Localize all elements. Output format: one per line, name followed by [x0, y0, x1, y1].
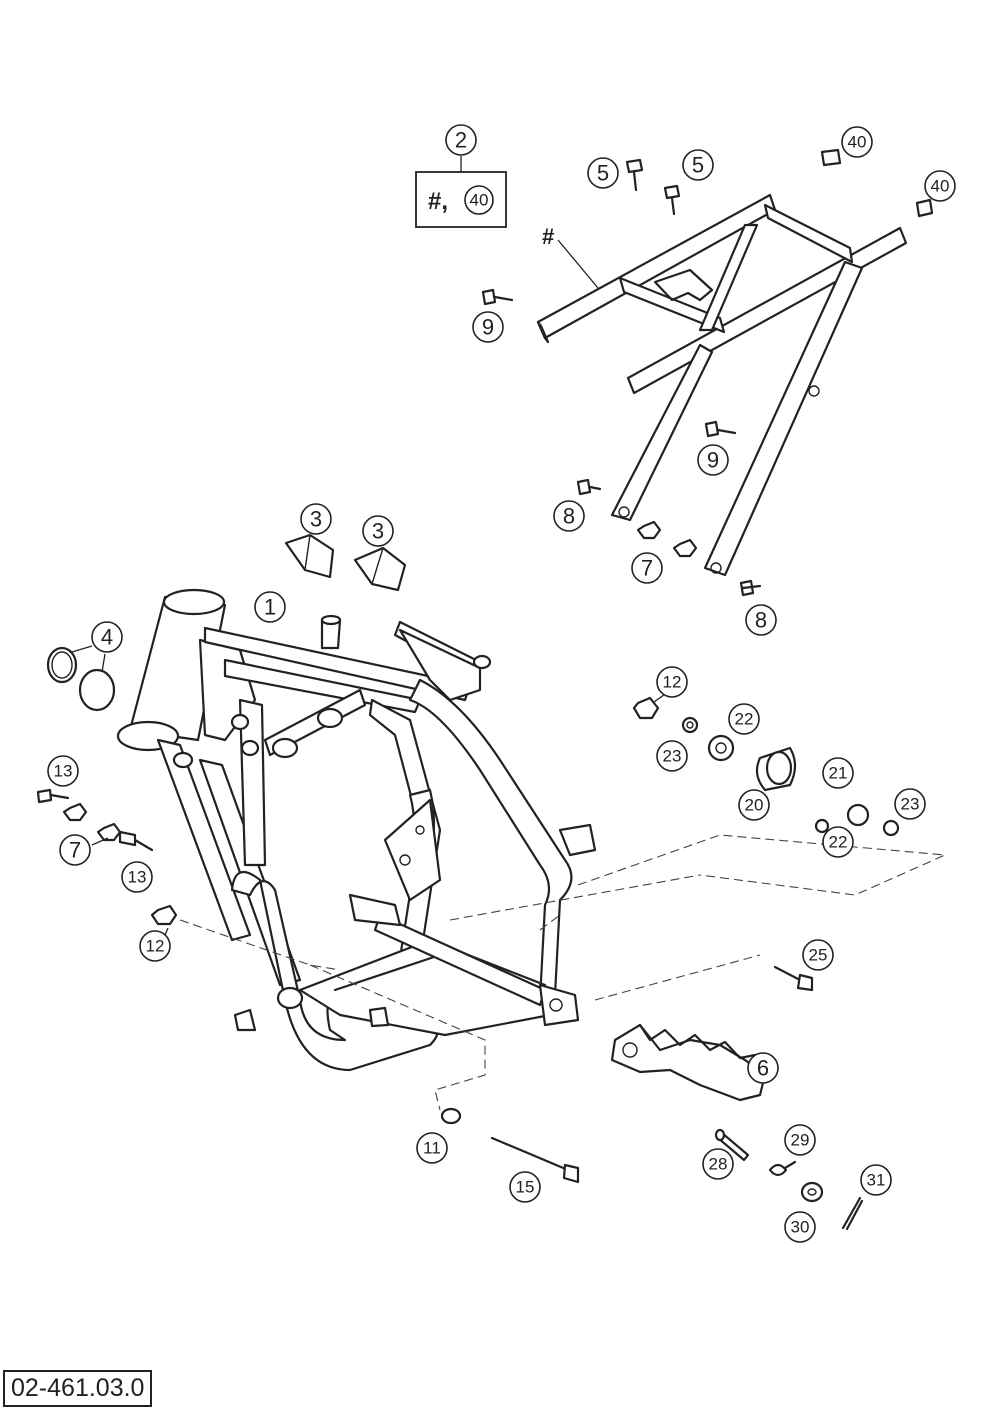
- callout-8-right: 8: [745, 604, 777, 636]
- svg-text:9: 9: [482, 315, 494, 340]
- footrest-small-parts: [440, 1107, 864, 1231]
- callout-1: 1: [254, 591, 286, 623]
- callout-3-left: 3: [300, 503, 332, 535]
- svg-text:40: 40: [931, 177, 950, 196]
- callout-6: 6: [747, 1052, 779, 1084]
- svg-text:5: 5: [597, 161, 609, 186]
- callout-9-mid: 9: [697, 444, 729, 476]
- svg-text:15: 15: [516, 1178, 535, 1197]
- drawing-code: 02-461.03.0: [3, 1370, 153, 1407]
- svg-text:2: 2: [455, 128, 467, 153]
- subframe-marker: #: [542, 224, 554, 249]
- callout-3-right: 3: [362, 515, 394, 547]
- svg-text:40: 40: [470, 191, 489, 210]
- left-side-parts: [36, 645, 178, 943]
- kit-box-prefix: #,: [428, 188, 448, 215]
- callout-23-left: 23: [656, 740, 688, 772]
- svg-text:1: 1: [264, 595, 276, 620]
- callout-30: 30: [784, 1211, 816, 1243]
- kit-box: #, 40: [415, 156, 507, 228]
- assembly-guides: [179, 834, 948, 1111]
- svg-text:40: 40: [848, 133, 867, 152]
- callout-29: 29: [784, 1124, 816, 1156]
- callout-9-top: 9: [472, 311, 504, 343]
- kit-box-circled-40: 40: [464, 185, 494, 215]
- callout-12-left: 12: [139, 930, 171, 962]
- callout-4: 4: [91, 621, 123, 653]
- callout-7-subframe: 7: [631, 552, 663, 584]
- callout-28: 28: [702, 1148, 734, 1180]
- callout-12-right: 12: [656, 666, 688, 698]
- callout-5-left: 5: [587, 157, 619, 189]
- callout-40-right: 40: [924, 170, 956, 202]
- end-cap-parts: [820, 148, 934, 218]
- callout-13-bottom: 13: [121, 861, 153, 893]
- footrest-part: [610, 1023, 767, 1102]
- svg-text:29: 29: [791, 1131, 810, 1150]
- subframe-fasteners: [481, 158, 762, 597]
- svg-text:6: 6: [757, 1056, 769, 1081]
- shock-mount-parts: [632, 691, 900, 837]
- svg-text:9: 9: [707, 448, 719, 473]
- callout-25: 25: [802, 939, 834, 971]
- callout-22-top: 22: [728, 703, 760, 735]
- callout-40-top: 40: [841, 126, 873, 158]
- svg-text:22: 22: [735, 710, 754, 729]
- callout-13-top: 13: [47, 755, 79, 787]
- svg-text:3: 3: [372, 519, 384, 544]
- svg-text:12: 12: [146, 937, 165, 956]
- callout-20: 20: [738, 789, 770, 821]
- svg-text:7: 7: [69, 838, 81, 863]
- callout-15: 15: [509, 1171, 541, 1203]
- svg-text:23: 23: [663, 747, 682, 766]
- svg-text:21: 21: [829, 764, 848, 783]
- heat-shields: [284, 533, 407, 592]
- callout-22-bottom: 22: [822, 826, 854, 858]
- callout-31: 31: [860, 1164, 892, 1196]
- main-frame: [116, 588, 597, 1072]
- callout-11: 11: [416, 1132, 448, 1164]
- callout-5-right: 5: [682, 149, 714, 181]
- svg-text:31: 31: [867, 1171, 886, 1190]
- rear-subframe: #: [536, 193, 908, 577]
- svg-text:3: 3: [310, 507, 322, 532]
- svg-text:8: 8: [563, 504, 575, 529]
- svg-text:7: 7: [641, 556, 653, 581]
- svg-text:30: 30: [791, 1218, 810, 1237]
- svg-text:11: 11: [423, 1139, 441, 1158]
- callout-8-left: 8: [553, 500, 585, 532]
- callout-21: 21: [822, 757, 854, 789]
- svg-text:28: 28: [709, 1155, 728, 1174]
- callout-2: 2: [445, 124, 477, 156]
- bolt-25-part: [773, 965, 814, 992]
- svg-text:25: 25: [809, 946, 828, 965]
- svg-text:12: 12: [663, 673, 682, 692]
- svg-text:5: 5: [692, 153, 704, 178]
- svg-text:13: 13: [128, 868, 147, 887]
- callout-7-left: 7: [59, 834, 91, 866]
- svg-text:23: 23: [901, 795, 920, 814]
- svg-text:22: 22: [829, 833, 848, 852]
- svg-text:20: 20: [745, 796, 764, 815]
- svg-text:13: 13: [54, 762, 73, 781]
- svg-text:4: 4: [101, 625, 113, 650]
- svg-text:8: 8: [755, 608, 767, 633]
- callout-23-right: 23: [894, 788, 926, 820]
